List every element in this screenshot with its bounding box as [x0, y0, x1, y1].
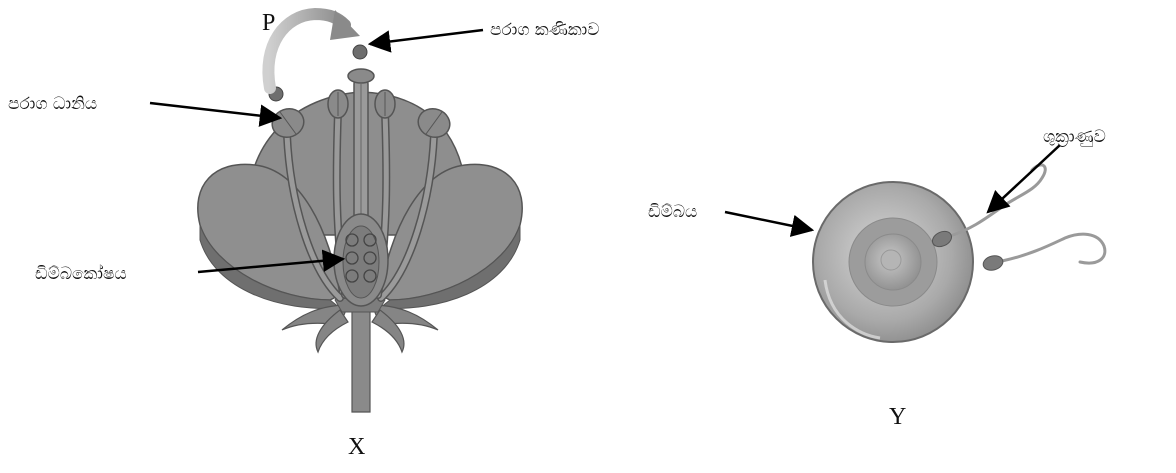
- ovum-nucleolus: [881, 250, 901, 270]
- leader-anther: [150, 103, 280, 118]
- sperm-2-tail: [1002, 234, 1105, 263]
- caption-y: Y: [889, 404, 906, 430]
- flower-illustration: [198, 10, 522, 412]
- stem: [352, 300, 370, 412]
- caption-x: X: [348, 434, 365, 460]
- label-sperm: ශුක්‍රාණුව: [1043, 127, 1106, 147]
- label-anther: පරාග ධානිය: [8, 94, 97, 114]
- label-pollen-grain: පරාග කණිකාව: [490, 20, 599, 40]
- egg-illustration: [813, 182, 973, 342]
- leader-sperm: [988, 145, 1060, 212]
- leader-ovum: [725, 212, 812, 230]
- stigma: [348, 69, 374, 83]
- leader-pollen-grain: [370, 30, 483, 44]
- label-ovum: ඩිම්බය: [648, 202, 697, 222]
- label-ovary: ඩිම්බකෝෂය: [35, 264, 127, 284]
- sperm-2-head: [982, 254, 1005, 273]
- pollination-arrowhead: [330, 10, 360, 40]
- pollen-grain-on-stigma: [353, 45, 367, 59]
- label-p: P: [262, 10, 275, 36]
